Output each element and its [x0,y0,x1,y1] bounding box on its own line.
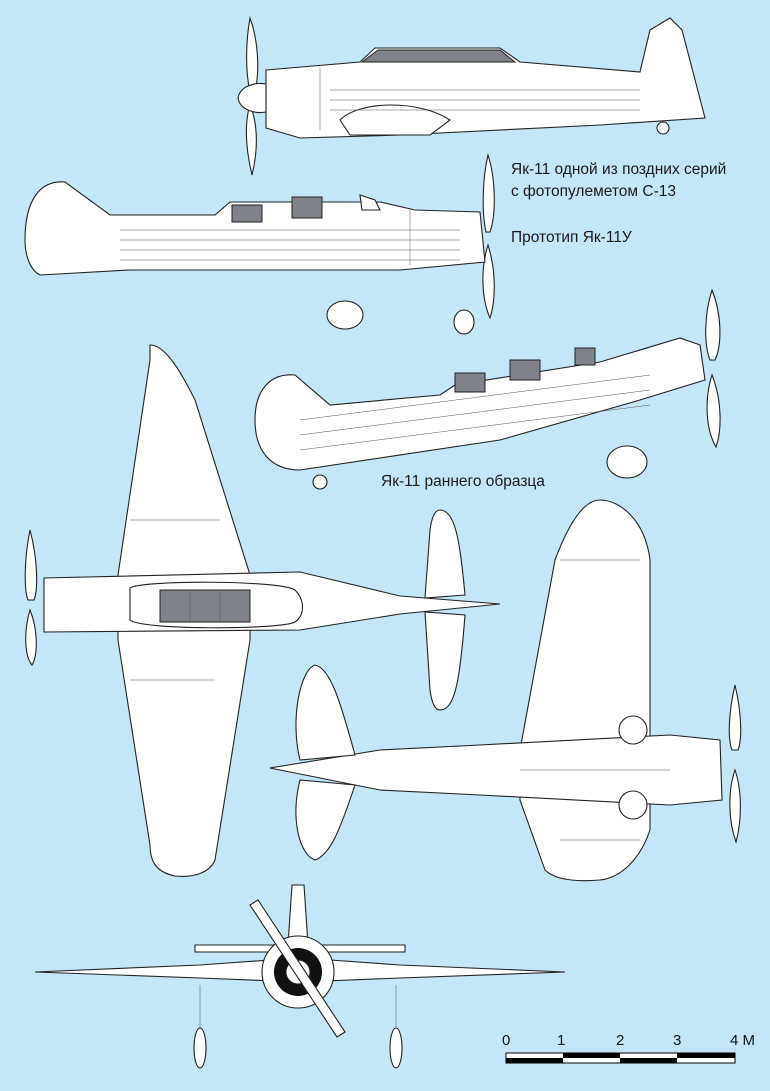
scale-bar [505,1052,736,1064]
scale-tick-3: 3 [673,1032,682,1049]
scale-tick-4: 4 М [730,1032,756,1049]
caption-prototype: Прототип Як-11У [511,229,632,246]
scale-tick-2: 2 [616,1032,625,1049]
caption-early: Як-11 раннего образца [381,473,545,490]
front-view [34,884,566,1069]
caption-late-series-line1: Як-11 одной из поздних серий [511,161,727,178]
scale-tick-1: 1 [557,1032,566,1049]
top-view [24,344,501,877]
side-view-prototype [24,152,495,335]
bottom-view [269,499,742,882]
caption-late-series-line2: с фотопулеметом С-13 [511,183,676,200]
side-view-late-series [237,15,706,176]
scale-tick-0: 0 [502,1032,511,1049]
side-view-early [254,288,721,490]
